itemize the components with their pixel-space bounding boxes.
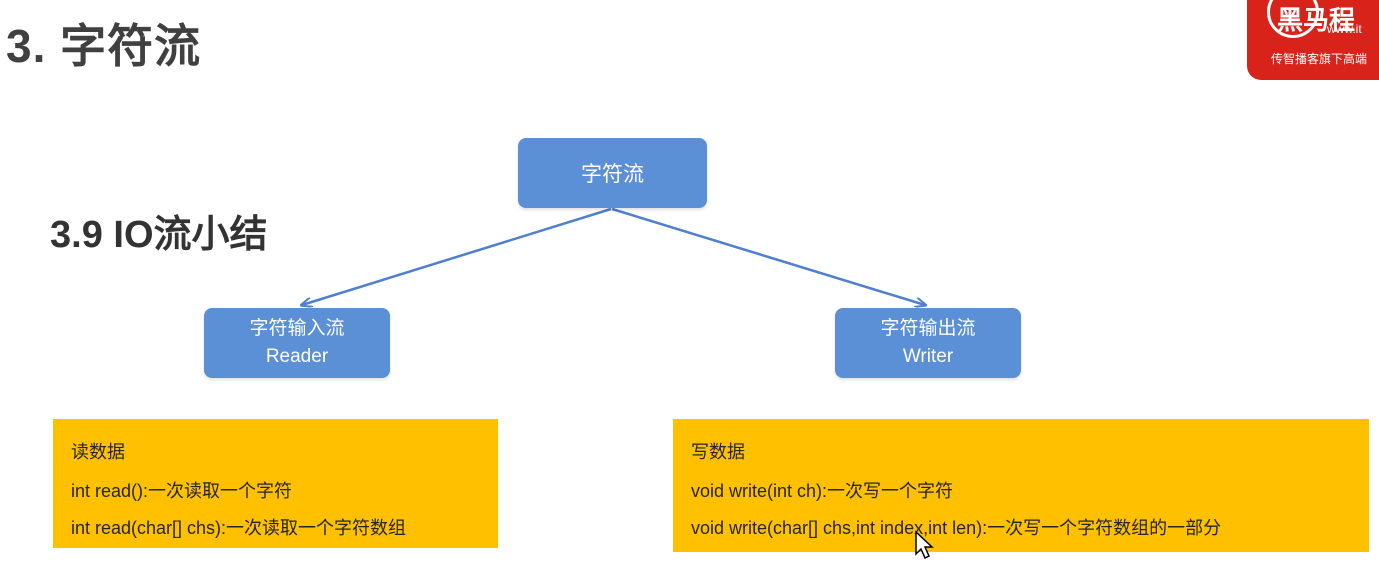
logo-circle-icon [1267,0,1319,38]
node-writer-label-en: Writer [902,346,954,367]
writer-heading: 写数据 [691,442,745,462]
node-character-stream: 字符流 [518,138,707,208]
writer-methods-box: 写数据 void write(int ch):一次写一个字符 void writ… [673,419,1369,552]
logo-mark: 黑马程 [1277,5,1356,35]
writer-method-2: void write(char[] chs,int index,int len)… [691,518,1222,538]
logo-tagline: 传智播客旗下高端 [1271,52,1368,66]
node-reader-label-en: Reader [265,346,329,367]
slide-title: 3. 字符流 [6,20,202,72]
mouse-cursor-icon [915,530,934,560]
brand-logo: 黑马程 www.it 传智播客旗下高端 [1247,0,1379,80]
section-title: 3.9 IO流小结 [50,214,268,256]
reader-heading: 读数据 [71,442,125,462]
arrow-to-reader [302,207,612,305]
writer-method-1: void write(int ch):一次写一个字符 [691,481,954,501]
reader-method-2: int read(char[] chs):一次读取一个字符数组 [71,518,407,538]
arrow-to-writer [611,207,925,305]
reader-methods-box: 读数据 int read():一次读取一个字符 int read(char[] … [53,419,498,548]
logo-url: www.it [1327,22,1362,36]
node-root-label: 字符流 [581,163,644,186]
reader-method-1: int read():一次读取一个字符 [71,481,293,501]
node-writer-label-cn: 字符输出流 [880,318,976,339]
node-reader-label-cn: 字符输入流 [249,318,345,339]
node-writer: 字符输出流 Writer [835,308,1021,378]
node-reader: 字符输入流 Reader [204,308,390,378]
